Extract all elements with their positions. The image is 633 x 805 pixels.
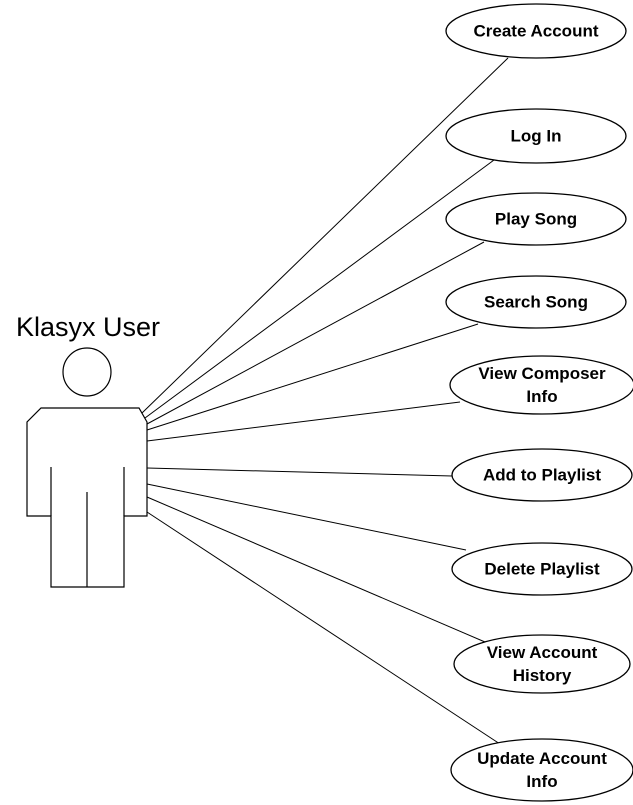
use-case-play-song: Play Song (445, 192, 627, 246)
association-line-play-song (146, 241, 485, 425)
association-line-delete-playlist (146, 483, 467, 551)
use-case-add-to-playlist: Add to Playlist (451, 448, 633, 502)
use-case-label: Add to Playlist (483, 466, 601, 485)
association-lines (141, 57, 509, 745)
actor-klasyx-user: Klasyx User (16, 312, 160, 588)
use-case-ellipse (445, 275, 627, 329)
association-line-update-account-info (146, 511, 501, 745)
use-case-ellipse (445, 192, 627, 246)
use-case-label: Update Account (477, 749, 607, 768)
use-case-ellipse (451, 448, 633, 502)
use-case-delete-playlist: Delete Playlist (451, 542, 633, 596)
association-line-view-composer-info (146, 401, 461, 442)
use-case-label: Play Song (495, 210, 577, 229)
use-case-label: Info (526, 772, 557, 791)
use-case-label: Search Song (484, 293, 588, 312)
association-line-search-song (146, 323, 479, 431)
association-line-log-in (144, 159, 495, 419)
use-case-ellipse (450, 738, 633, 802)
use-case-create-account: Create Account (445, 3, 627, 59)
use-case-ellipse (453, 634, 631, 694)
use-case-label: View Composer (478, 364, 606, 383)
use-case-label: History (513, 666, 572, 685)
actor-head (62, 347, 112, 397)
use-case-label: Log In (511, 127, 562, 146)
use-case-ellipse (445, 108, 627, 164)
association-line-create-account (141, 57, 509, 414)
use-case-ellipse (451, 542, 633, 596)
association-line-view-account-history (146, 496, 486, 643)
use-case-label: Create Account (473, 22, 598, 41)
use-case-ellipse (445, 3, 627, 59)
use-case-ellipse (449, 355, 633, 415)
use-case-label: Info (526, 387, 557, 406)
use-case-log-in: Log In (445, 108, 627, 164)
use-case-label: Delete Playlist (484, 560, 600, 579)
actor-name: Klasyx User (16, 312, 160, 342)
use-case-label: View Account (487, 643, 598, 662)
association-line-add-to-playlist (146, 467, 453, 477)
use-case-search-song: Search Song (445, 275, 627, 329)
